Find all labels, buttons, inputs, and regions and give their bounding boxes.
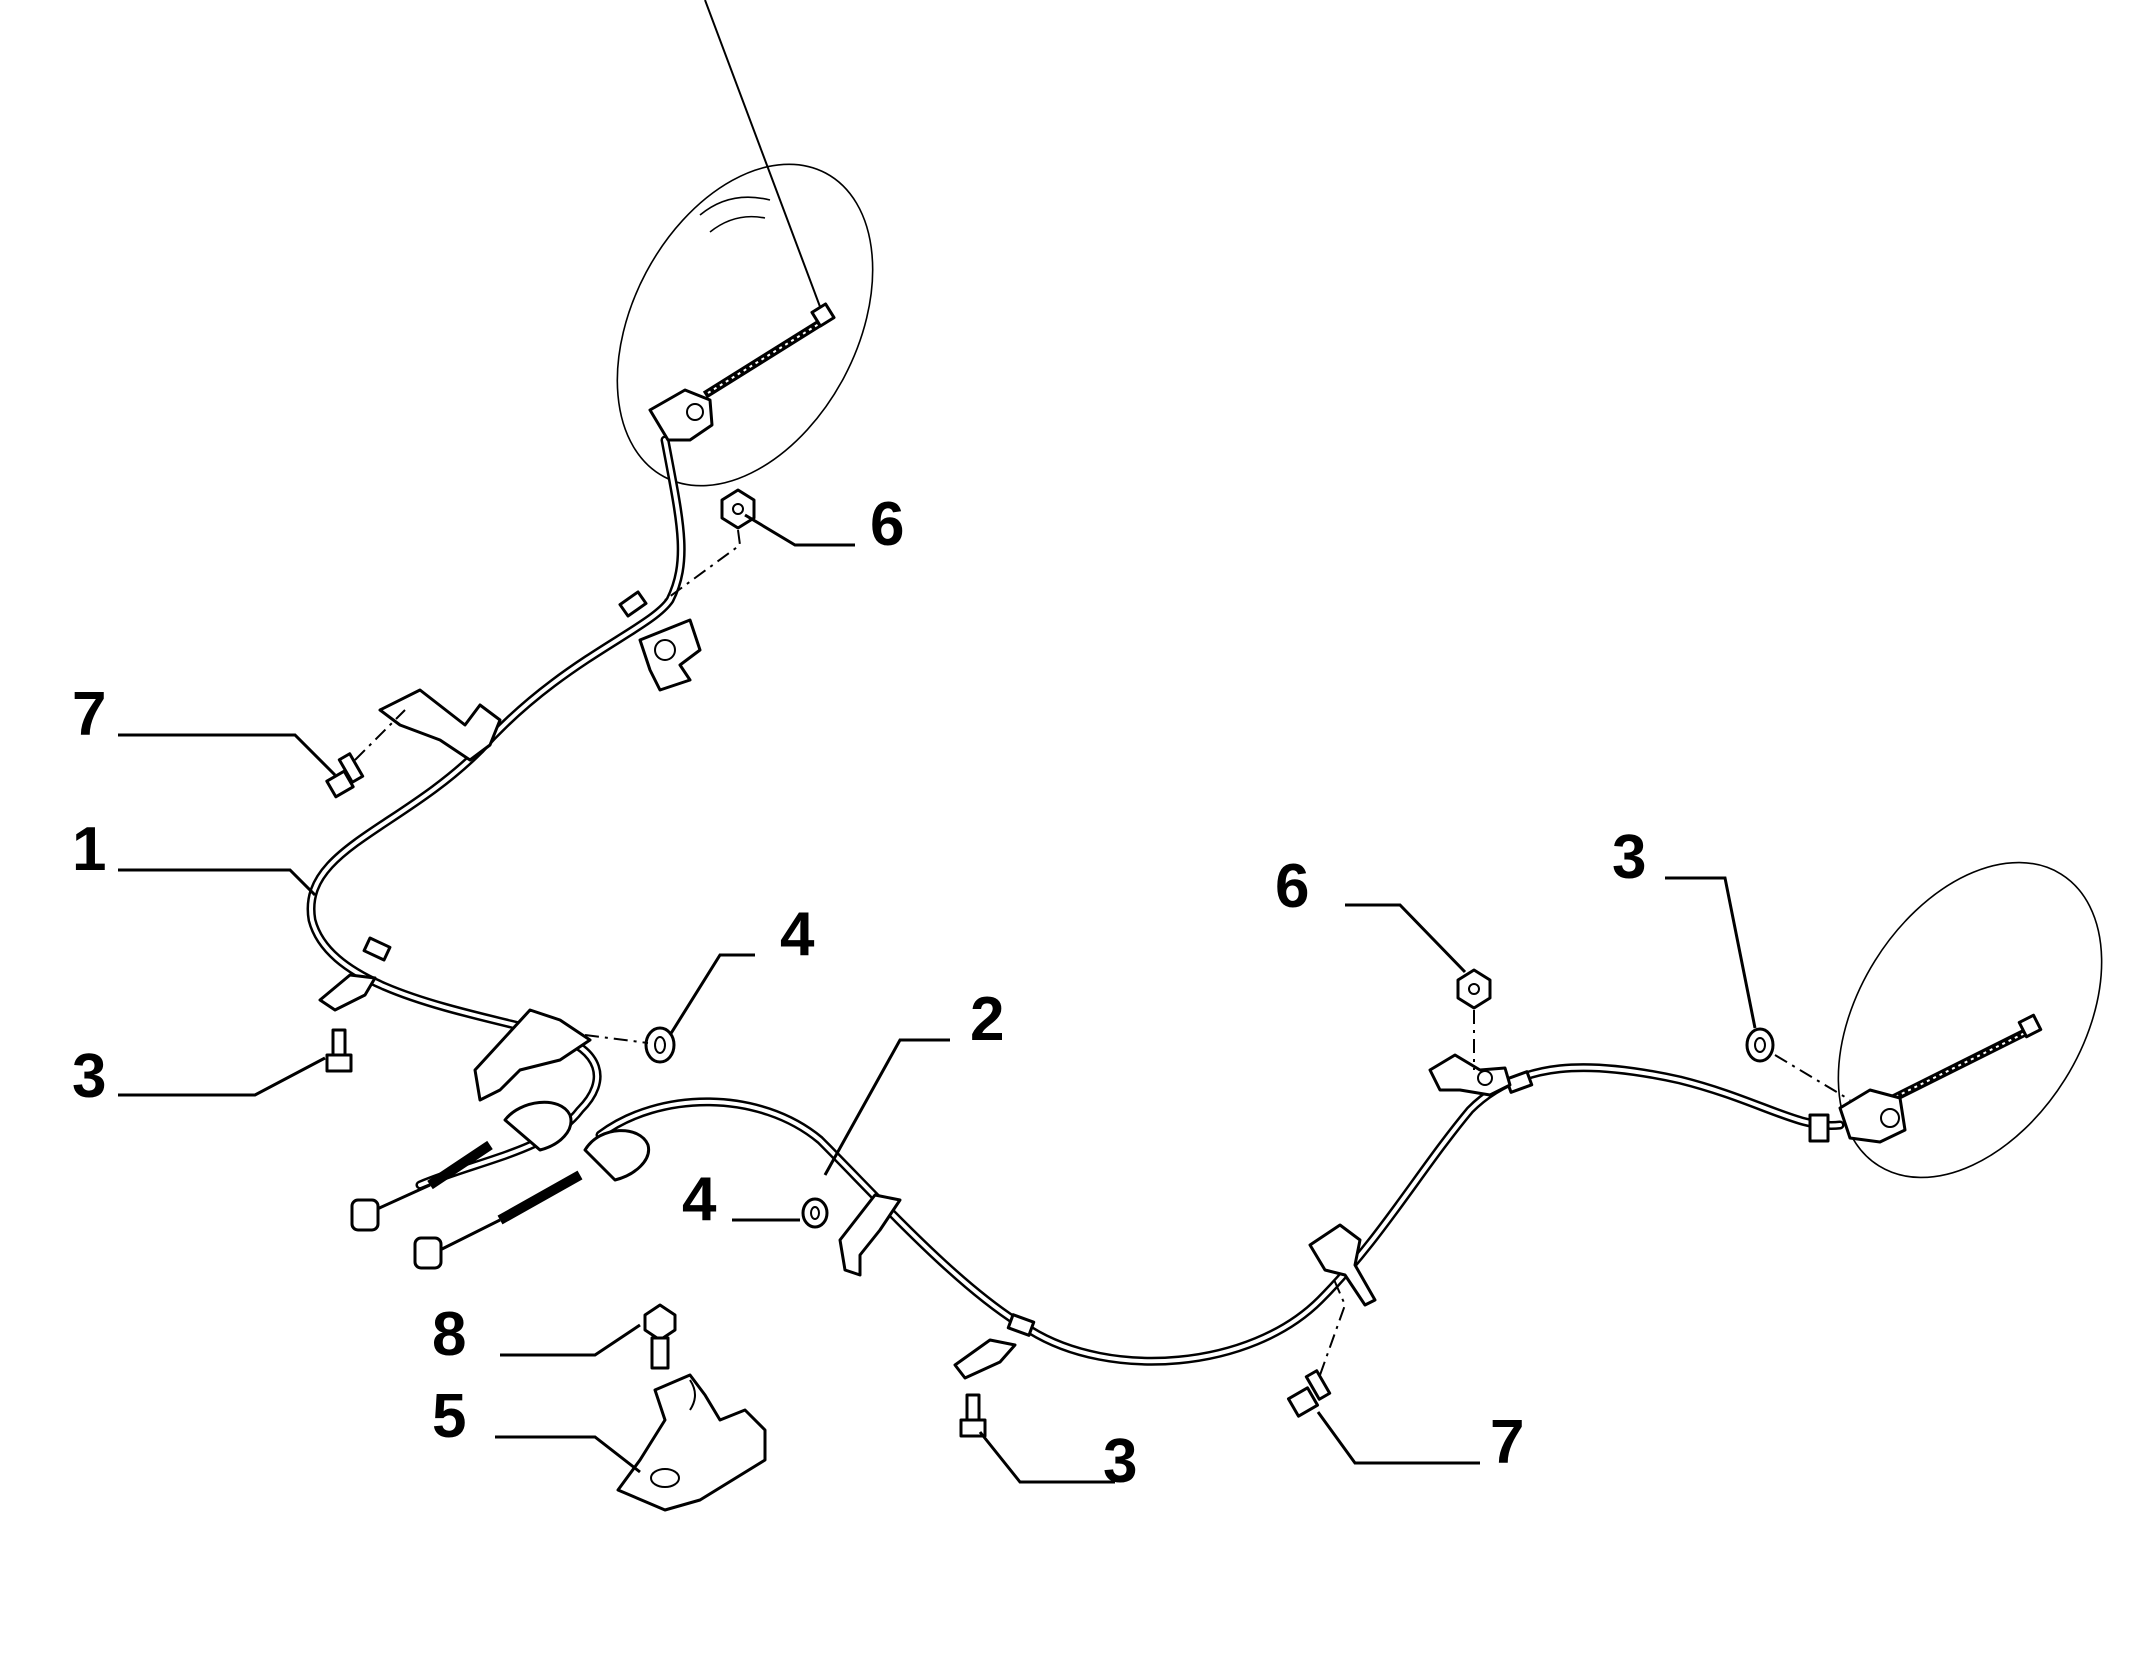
lower-threaded-rod [1878,1013,2043,1109]
leader-1 [118,868,317,897]
cable-1 [306,0,836,1190]
lower-end-fitting [1838,1088,1907,1144]
callout-1: 1 [72,815,106,884]
upper-brake-disc [616,163,874,487]
callout-3-right: 3 [1612,823,1646,892]
left-upper-bracket [378,688,502,762]
leader-2 [823,1038,950,1176]
leader-3-left [118,1056,326,1097]
lower-brake-disc [1837,861,2103,1179]
nut-6-upper [720,488,756,530]
upper-threaded-rod [702,302,836,399]
mount-bracket-5 [616,1373,767,1512]
callout-3-middle: 3 [1103,1427,1137,1496]
bolt-7-upper [325,752,365,799]
bolt-3-middle [959,1393,987,1438]
leader-7-lower [1316,1411,1480,1465]
upper-cable-clip [638,618,702,692]
right-upper-bracket [1428,1053,1512,1097]
callout-7-upper: 7 [72,680,106,749]
leader-6-upper [744,513,855,547]
leader-3-right [1665,876,1757,1029]
left-lower-clip [318,973,377,1012]
bolt-8 [643,1303,677,1370]
leader-6-right [1345,903,1467,974]
cable-end-left-2 [413,1129,651,1270]
callout-6-right: 6 [1275,852,1309,921]
dash-7-upper [354,709,406,761]
upper-end-fitting [648,388,714,442]
callout-7-lower: 7 [1490,1408,1524,1477]
bolt-3-left [325,1028,353,1073]
callout-5: 5 [432,1382,466,1451]
middle-lower-clip [953,1338,1017,1380]
callout-3-left: 3 [72,1042,106,1111]
callout-8: 8 [432,1300,466,1369]
callout-2: 2 [970,985,1004,1054]
callout-4-left: 4 [780,900,815,969]
nut-6-right [1456,968,1492,1010]
leader-3-middle [978,1431,1115,1484]
leader-7-upper [118,733,337,777]
dash-4-left [584,1034,649,1044]
leader-5 [495,1435,641,1474]
cable-end-left-1 [350,1100,573,1232]
bolt-7-lower [1286,1369,1332,1418]
callout-4-right: 4 [682,1165,717,1234]
leader-4-left [668,953,755,1036]
dash-6-upper [664,529,742,601]
left-mid-bracket [473,1008,592,1102]
dash-7-lower [1319,1274,1347,1376]
grommet-3-right [1745,1027,1775,1063]
leader-8 [500,1323,641,1357]
right-lower-clip [1308,1223,1377,1307]
grommet-4-right [801,1197,829,1229]
right-mid-bracket [838,1193,902,1277]
callout-6-upper: 6 [870,490,904,559]
cable-2 [595,1013,2043,1366]
grommet-4-left [644,1026,676,1064]
